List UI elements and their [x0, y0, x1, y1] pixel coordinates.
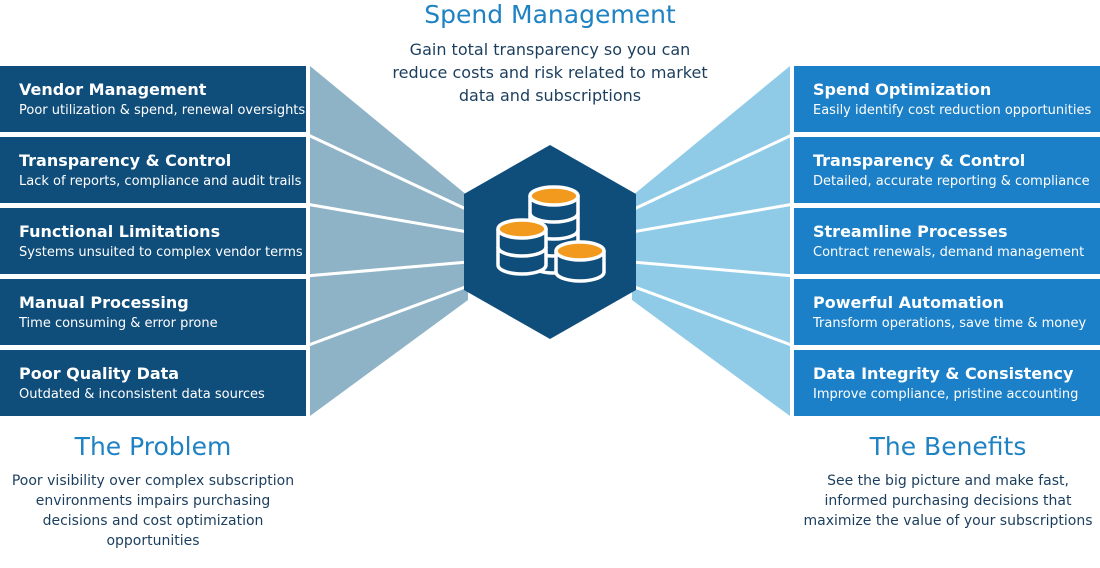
card-heading: Streamline Processes: [813, 222, 1008, 241]
card-heading: Vendor Management: [19, 80, 207, 99]
card-detail: Poor utilization & spend, renewal oversi…: [19, 103, 306, 118]
page-subtitle: Gain total transparency so you can reduc…: [392, 40, 708, 105]
problem-title: The Problem: [74, 432, 232, 461]
problem-card-poor-quality-data: Poor Quality Data Outdated & inconsisten…: [0, 350, 306, 416]
card-detail: Systems unsuited to complex vendor terms: [19, 245, 303, 260]
card-detail: Lack of reports, compliance and audit tr…: [19, 174, 302, 189]
right-funnel-separators: [631, 132, 795, 348]
problem-card-vendor-management: Vendor Management Poor utilization & spe…: [0, 66, 306, 132]
card-detail: Detailed, accurate reporting & complianc…: [813, 174, 1090, 189]
problem-card-functional-limitations: Functional Limitations Systems unsuited …: [0, 208, 306, 274]
card-heading: Manual Processing: [19, 293, 189, 312]
card-detail: Improve compliance, pristine accounting: [813, 387, 1079, 402]
benefit-card-powerful-automation: Powerful Automation Transform operations…: [794, 279, 1100, 345]
card-heading: Transparency & Control: [19, 151, 232, 170]
card-heading: Data Integrity & Consistency: [813, 364, 1074, 383]
card-detail: Time consuming & error prone: [19, 316, 218, 331]
card-heading: Transparency & Control: [813, 151, 1026, 170]
benefit-card-spend-optimization: Spend Optimization Easily identify cost …: [794, 66, 1100, 132]
benefit-card-transparency-control: Transparency & Control Detailed, accurat…: [794, 137, 1100, 203]
benefit-card-data-integrity: Data Integrity & Consistency Improve com…: [794, 350, 1100, 416]
page-title: Spend Management: [424, 0, 676, 29]
card-detail: Transform operations, save time & money: [813, 316, 1087, 331]
left-funnel: [310, 66, 468, 416]
left-funnel-separators: [305, 132, 469, 348]
problem-description: Poor visibility over complex subscriptio…: [11, 473, 295, 549]
card-heading: Spend Optimization: [813, 80, 992, 99]
card-heading: Powerful Automation: [813, 293, 1005, 312]
coin-stack-icon: [496, 185, 606, 283]
benefits-title: The Benefits: [869, 432, 1027, 461]
benefits-description: See the big picture and make fast, infor…: [803, 473, 1093, 529]
card-detail: Easily identify cost reduction opportuni…: [813, 103, 1092, 118]
card-heading: Functional Limitations: [19, 222, 221, 241]
card-heading: Poor Quality Data: [19, 364, 180, 383]
card-detail: Contract renewals, demand management: [813, 245, 1085, 260]
benefit-card-streamline-processes: Streamline Processes Contract renewals, …: [794, 208, 1100, 274]
card-detail: Outdated & inconsistent data sources: [19, 387, 265, 402]
problem-card-manual-processing: Manual Processing Time consuming & error…: [0, 279, 306, 345]
problem-card-transparency-control: Transparency & Control Lack of reports, …: [0, 137, 306, 203]
right-funnel: [632, 66, 790, 416]
